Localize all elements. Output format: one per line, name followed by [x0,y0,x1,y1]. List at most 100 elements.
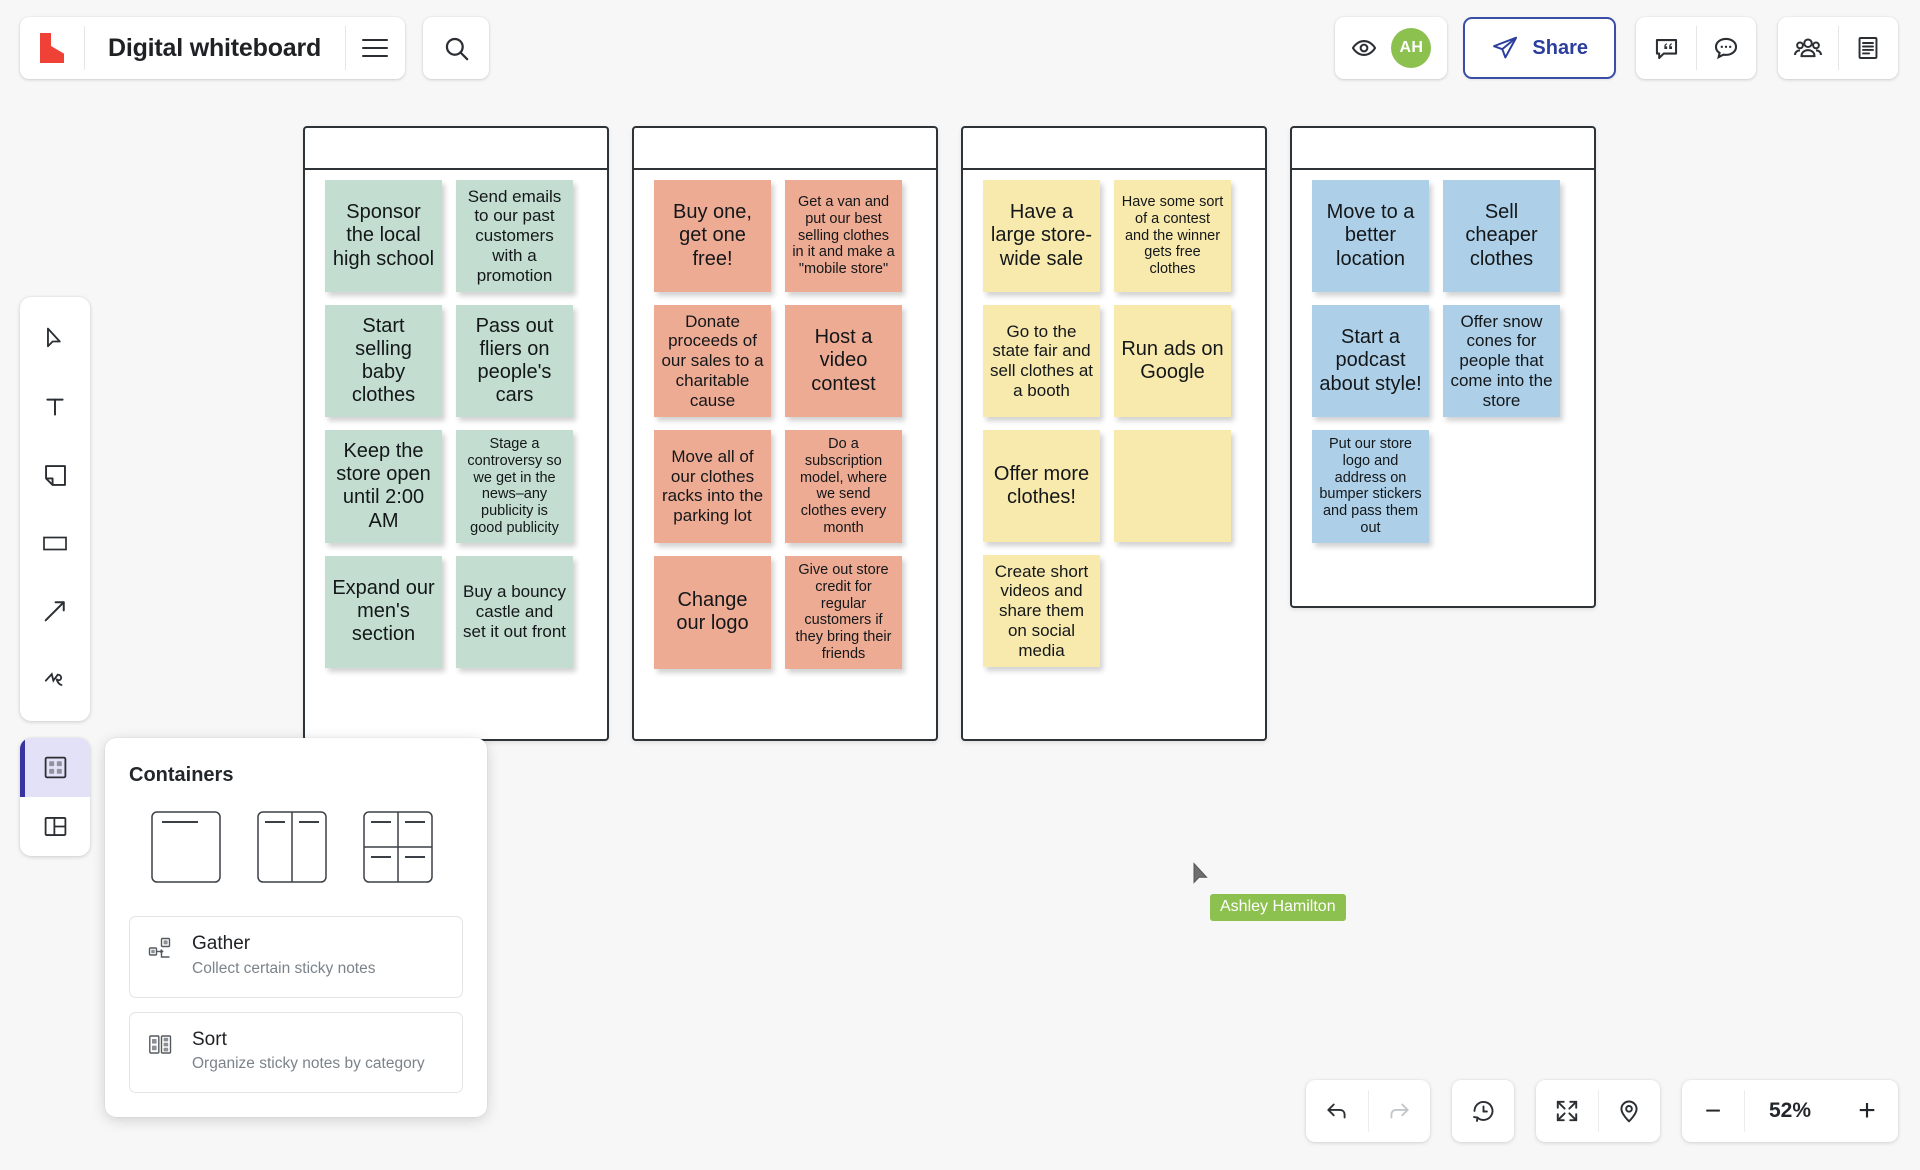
text-t-icon [46,398,64,416]
line-tool[interactable] [20,577,90,645]
search-icon [445,37,468,60]
sticky-note[interactable]: Go to the state fair and sell clothes at… [983,305,1100,417]
sticky-note[interactable]: Create short videos and share them on so… [983,555,1100,667]
gather-option[interactable]: Gather Collect certain sticky notes [129,916,463,998]
container-four-grid-template[interactable] [363,811,433,888]
chat-bubble-icon [1714,37,1738,60]
sticky-note[interactable]: Sell cheaper clothes [1443,180,1560,292]
freehand-tool[interactable] [20,645,90,713]
avatar[interactable]: AH [1391,28,1432,68]
remote-cursor: Ashley Hamilton [1192,862,1346,921]
shape-tool[interactable] [20,509,90,577]
layout-tool[interactable] [20,797,90,856]
sort-option-subtitle: Organize sticky notes by category [192,1055,425,1073]
left-toolbar [20,297,90,721]
frame-green-header[interactable] [305,128,607,170]
arrow-diagonal-icon [44,601,65,622]
sticky-note[interactable]: Put our store logo and address on bumper… [1312,430,1429,543]
frame-red[interactable]: Buy one, get one free!Get a van and put … [632,126,938,741]
location-button[interactable] [1598,1080,1660,1142]
sticky-note[interactable]: Move all of our clothes racks into the p… [654,430,771,543]
zoom-level-value[interactable]: 52% [1744,1080,1836,1142]
sticky-note[interactable] [1114,430,1231,542]
title-group: Digital whiteboard [20,17,406,79]
fit-to-screen-button[interactable] [1536,1080,1598,1142]
sticky-note[interactable]: Host a video contest [785,305,902,417]
sort-option[interactable]: Sort Organize sticky notes by category [129,1011,463,1094]
sticky-note[interactable]: Sponsor the local high school [325,180,442,292]
sticky-note[interactable]: Have some sort of a contest and the winn… [1114,180,1231,292]
sticky-note[interactable]: Change our logo [654,555,771,669]
history-nav-group [1306,1080,1430,1142]
containers-tool[interactable] [20,738,90,797]
frame-red-header[interactable] [634,128,936,170]
frame-yellow-header[interactable] [963,128,1265,170]
chat-button[interactable] [1696,17,1756,79]
sticky-note[interactable]: Pass out fliers on people's cars [456,305,573,417]
cursor-arrow-icon [47,327,61,348]
top-header-bar: Digital whiteboard AH Share [0,0,1920,96]
sticky-note[interactable]: Run ads on Google [1114,305,1231,417]
zoom-in-label: + [1858,1094,1876,1127]
collaborators-button[interactable] [1778,17,1838,79]
clock-history-icon [1472,1100,1493,1122]
sticky-note[interactable]: Expand our men's section [325,555,442,668]
sticky-note[interactable]: Do a subscription model, where we send c… [785,430,902,543]
sticky-note[interactable]: Start selling baby clothes [325,305,442,417]
menu-button[interactable] [345,17,405,79]
zoom-out-label: − [1704,1095,1722,1126]
frame-blue-header[interactable] [1292,128,1594,170]
gather-option-subtitle: Collect certain sticky notes [192,959,376,977]
container-single-template[interactable] [151,811,221,888]
view-group [1536,1080,1660,1142]
sticky-note[interactable]: Stage a controversy so we get in the new… [456,430,573,543]
containers-popup-title: Containers [129,764,234,786]
sticky-note-tool[interactable] [20,441,90,509]
zoom-out-button[interactable]: − [1682,1080,1744,1142]
container-two-column-template[interactable] [257,811,327,888]
sticky-note[interactable]: Give out store credit for regular custom… [785,555,902,669]
app-logo[interactable] [20,17,84,79]
paper-plane-icon [1493,36,1518,59]
sticky-note[interactable]: Keep the store open until 2:00 AM [325,430,442,543]
sticky-note[interactable]: Have a large store-wide sale [983,180,1100,292]
sticky-note[interactable]: Buy one, get one free! [654,180,771,292]
notes-panel-button[interactable] [1838,17,1898,79]
share-button[interactable]: Share [1463,17,1616,79]
sticky-note[interactable]: Move to a better location [1312,180,1429,292]
sticky-note[interactable]: Offer snow cones for people that come in… [1443,305,1560,417]
document-title-cell[interactable]: Digital whiteboard [84,17,345,79]
sticky-note[interactable]: Offer more clothes! [983,430,1100,542]
sticky-note[interactable]: Get a van and put our best selling cloth… [785,180,902,292]
select-tool[interactable] [20,305,90,373]
sticky-note[interactable]: Send emails to our past customers with a… [456,180,573,292]
redo-button[interactable] [1368,1080,1430,1142]
undo-arrow-icon [1327,1103,1346,1119]
zoom-group: − 52% + [1682,1080,1898,1142]
sticky-note-icon [44,464,66,486]
presence-cell[interactable]: AH [1335,17,1447,79]
sticky-note[interactable]: Start a podcast about style! [1312,305,1429,417]
fit-to-screen-icon [1556,1100,1578,1122]
undo-button[interactable] [1306,1080,1368,1142]
zoom-in-button[interactable]: + [1836,1080,1898,1142]
search-button[interactable] [423,17,489,79]
version-history-button[interactable] [1452,1080,1514,1142]
sticky-note[interactable]: Donate proceeds of our sales to a charit… [654,305,771,417]
comment-button[interactable] [1636,17,1696,79]
text-tool[interactable] [20,373,90,441]
container-template-row [129,811,463,888]
redo-arrow-icon [1390,1103,1409,1119]
comments-group [1636,17,1756,79]
container-single-icon [151,811,221,883]
sticky-note[interactable]: Buy a bouncy castle and set it out front [456,555,573,668]
